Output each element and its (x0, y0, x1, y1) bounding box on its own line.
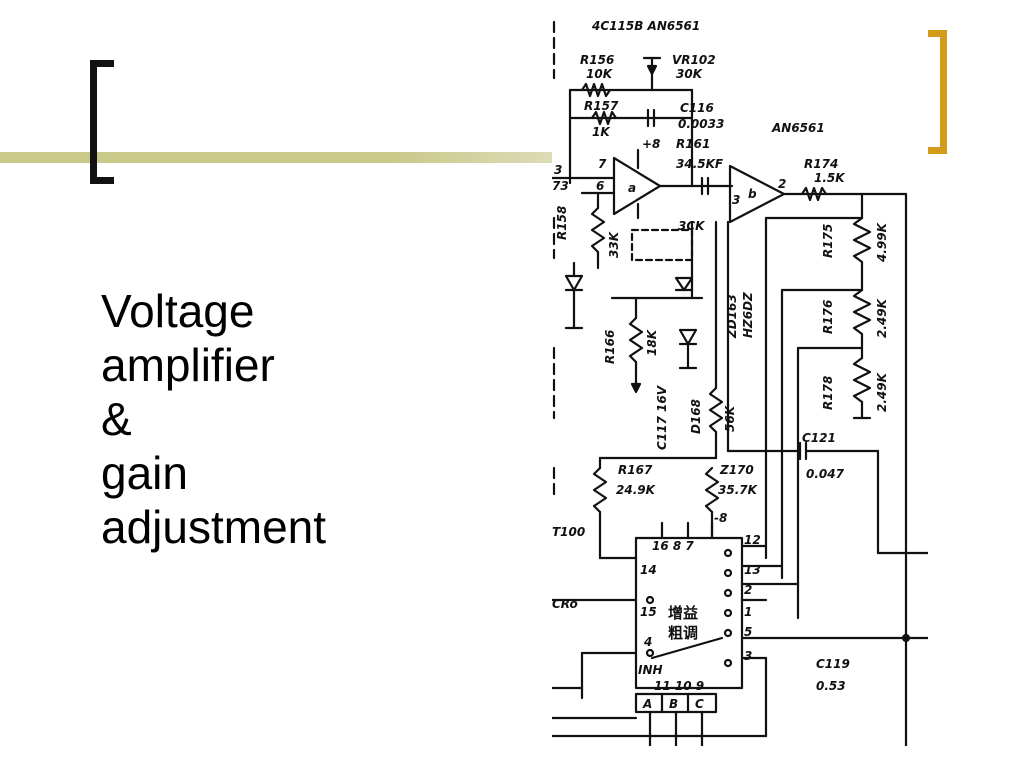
label-abc-c: C (695, 697, 704, 711)
label-minus8: -8 (714, 511, 727, 525)
label-ic-pin13: 13 (744, 563, 761, 577)
accent-line (0, 152, 556, 163)
label-r156: R156 (580, 53, 614, 67)
label-ic-inh: INH (638, 663, 663, 677)
label-r157-val: 1K (592, 125, 611, 139)
label-ic-pin1: 1 (744, 605, 752, 619)
label-ic-pin2: 2 (744, 583, 752, 597)
label-t100: T100 (552, 525, 585, 539)
title-line-amplifier: amplifier (101, 339, 275, 391)
label-ic-pin5: 5 (744, 625, 752, 639)
label-ic-pin3: 3 (744, 649, 752, 663)
label-r161-val: 34.5KF (676, 157, 724, 171)
label-pin3: 3 (732, 193, 740, 207)
label-plus8: +8 (642, 137, 660, 151)
label-r178-val: 2.49K (875, 371, 889, 412)
title-line-gain: gain (101, 447, 188, 499)
label-r166-val: 18K (645, 328, 659, 356)
label-r175: R175 (821, 224, 835, 258)
label-c117: C117 16V (655, 384, 669, 450)
label-r170: Z170 (719, 463, 754, 477)
label-cro: CRo (552, 597, 578, 611)
label-pin2: 2 (778, 177, 786, 191)
label-left3: 3 (554, 163, 562, 177)
label-pin6: 6 (596, 179, 604, 193)
label-r174: R174 (804, 157, 838, 171)
label-ic-pin14: 14 (640, 563, 657, 577)
label-c121-val: 0.047 (806, 467, 845, 481)
label-an6561b: AN6561 (771, 121, 825, 135)
label-ic-pin12: 12 (744, 533, 761, 547)
label-vr102: VR102 (672, 53, 716, 67)
title-line-ampersand: & (101, 393, 132, 445)
label-c121: C121 (802, 431, 836, 445)
label-r166: R166 (603, 330, 617, 364)
label-d168-val: 56K (723, 404, 737, 432)
label-d168: D168 (689, 399, 703, 434)
label-r170-val: 35.7K (718, 483, 759, 497)
label-vr-val: 3CK (678, 219, 706, 233)
circuit-schematic: 4C115B AN6561 R156 10K VR102 30K R157 1K… (552, 18, 928, 746)
label-ic-cjk2: 粗调 (668, 624, 698, 642)
label-c119-val: 0.53 (816, 679, 846, 693)
label-r161: R161 (676, 137, 710, 151)
label-r176-val: 2.49K (875, 297, 889, 338)
label-pin7: 7 (598, 157, 607, 171)
label-left73: 73 (552, 179, 569, 193)
title-line-adjustment: adjustment (101, 501, 327, 553)
label-r158: R158 (555, 206, 569, 240)
label-header: 4C115B AN6561 (591, 19, 700, 33)
label-zd: ZD163 (725, 294, 739, 339)
label-ic-pins-top: 16 8 7 (652, 539, 694, 553)
label-ic-pin15: 15 (640, 605, 657, 619)
label-r175-val: 4.99K (875, 221, 889, 263)
right-bracket-decoration (925, 30, 947, 154)
label-r167-val: 24.9K (616, 483, 657, 497)
label-r157: R157 (584, 99, 619, 113)
label-abc-b: B (669, 697, 678, 711)
label-opamp-a: a (628, 181, 636, 195)
schematic-svg: 4C115B AN6561 R156 10K VR102 30K R157 1K… (552, 19, 928, 746)
left-bracket-decoration (90, 60, 114, 184)
label-c119: C119 (816, 657, 850, 671)
label-abc-a: A (642, 697, 652, 711)
label-r176: R176 (821, 300, 835, 334)
label-r156-val: 10K (586, 67, 614, 81)
label-ic-pin4: 4 (643, 635, 652, 649)
label-c116-val: 0.0033 (678, 117, 724, 131)
label-opamp-b: b (748, 187, 757, 201)
label-ic-bottom: 11 10 9 (654, 679, 704, 693)
label-c116: C116 (680, 101, 714, 115)
label-vr102-val: 30K (676, 67, 704, 81)
label-r174-val: 1.5K (814, 171, 846, 185)
label-ic-cjk1: 增益 (668, 604, 698, 622)
label-r158-val: 33K (607, 230, 621, 258)
title-line-voltage: Voltage (101, 285, 255, 337)
label-r167: R167 (618, 463, 653, 477)
slide-title: Voltage amplifier & gain adjustment (101, 284, 531, 554)
label-zd-val: HZ6DZ (741, 292, 755, 338)
label-r178: R178 (821, 376, 835, 410)
